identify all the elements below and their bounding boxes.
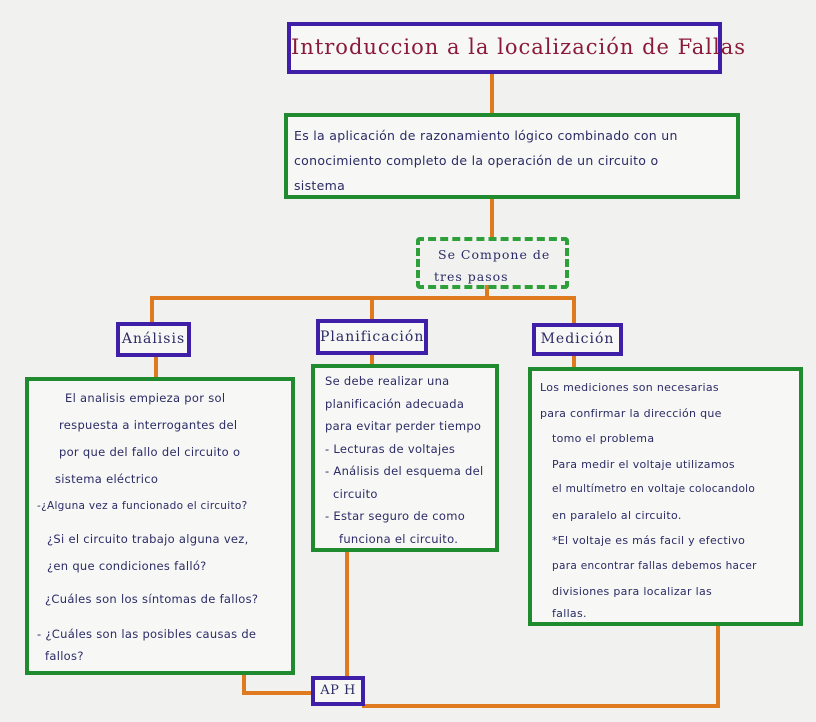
analisis-line: ¿Cuáles son los síntomas de fallos? [45, 592, 259, 606]
medicion-line: en paralelo al circuito. [552, 508, 682, 522]
planificacion-line: planificación adecuada [325, 396, 465, 411]
step-label-planificacion: Planificación [316, 319, 428, 355]
planificacion-line: Se debe realizar una [325, 374, 450, 388]
analisis-line: ¿Si el circuito trabajo alguna vez, [47, 532, 249, 546]
definition-line: conocimiento completo de la operación de… [294, 153, 659, 168]
medicion-line: el multímetro en voltaje colocandolo [552, 483, 756, 495]
medicion-line: para confirmar la dirección que [540, 406, 722, 420]
analisis-line: -¿Alguna vez a funcionado el circuito? [37, 500, 248, 512]
medicion-line: Para medir el voltaje utilizamos [552, 457, 735, 471]
analisis-line: - ¿Cuáles son las posibles causas de [37, 627, 257, 641]
analisis-line: sistema eléctrico [55, 472, 159, 486]
medicion-line: Los mediciones son necesarias [540, 381, 719, 394]
definition-line: Es la aplicación de razonamiento lógico … [294, 128, 678, 143]
definition-line: sistema [294, 178, 346, 193]
planificacion-line: funciona el circuito. [339, 531, 459, 546]
title-text: Introduccion a la localización de Fallas [291, 35, 747, 59]
definition-box: Es la aplicación de razonamiento lógico … [284, 113, 740, 199]
analisis-line: por que del fallo del circuito o [59, 445, 241, 459]
medicion-line: divisiones para localizar las [552, 585, 713, 598]
title-box: Introduccion a la localización de Fallas [287, 22, 747, 74]
medicion-line: fallas. [552, 606, 587, 620]
planificacion-line: circuito [333, 486, 378, 501]
step-label-analisis: Análisis [116, 322, 191, 357]
medicion-line: *El voltaje es más facil y efectivo [552, 534, 746, 547]
connector-box: Se Compone de tres pasos [416, 237, 569, 289]
bottom-label-text: AP H [320, 683, 356, 698]
step-label-medicion: Medición [532, 323, 623, 356]
connector-line: Se Compone de [438, 247, 551, 262]
medicion-to-aph-line [362, 622, 720, 708]
planificacion-line: - Lecturas de voltajes [325, 441, 456, 456]
planificacion-line: - Análisis del esquema del [325, 464, 484, 478]
analisis-box: El analisis empieza por sol respuesta a … [25, 377, 295, 675]
analisis-line: respuesta a interrogantes del [59, 418, 238, 432]
analisis-line: fallos? [45, 649, 84, 663]
analisis-line: ¿en que condiciones falló? [47, 559, 207, 573]
medicion-line: para encontrar fallas debemos hacer [552, 559, 757, 572]
medicion-box: Los mediciones son necesarias para confi… [528, 367, 803, 626]
analisis-line: El analisis empieza por sol [65, 391, 226, 405]
planificacion-box: Se debe realizar una planificación adecu… [311, 364, 499, 552]
planificacion-line: para evitar perder tiempo [325, 419, 482, 433]
analisis-to-aph-line [242, 674, 314, 695]
bottom-label-box: AP H [311, 676, 365, 706]
planificacion-line: - Estar seguro de como [325, 509, 466, 523]
connector-line: tres pasos [434, 269, 509, 284]
medicion-line: tomo el problema [552, 432, 655, 445]
